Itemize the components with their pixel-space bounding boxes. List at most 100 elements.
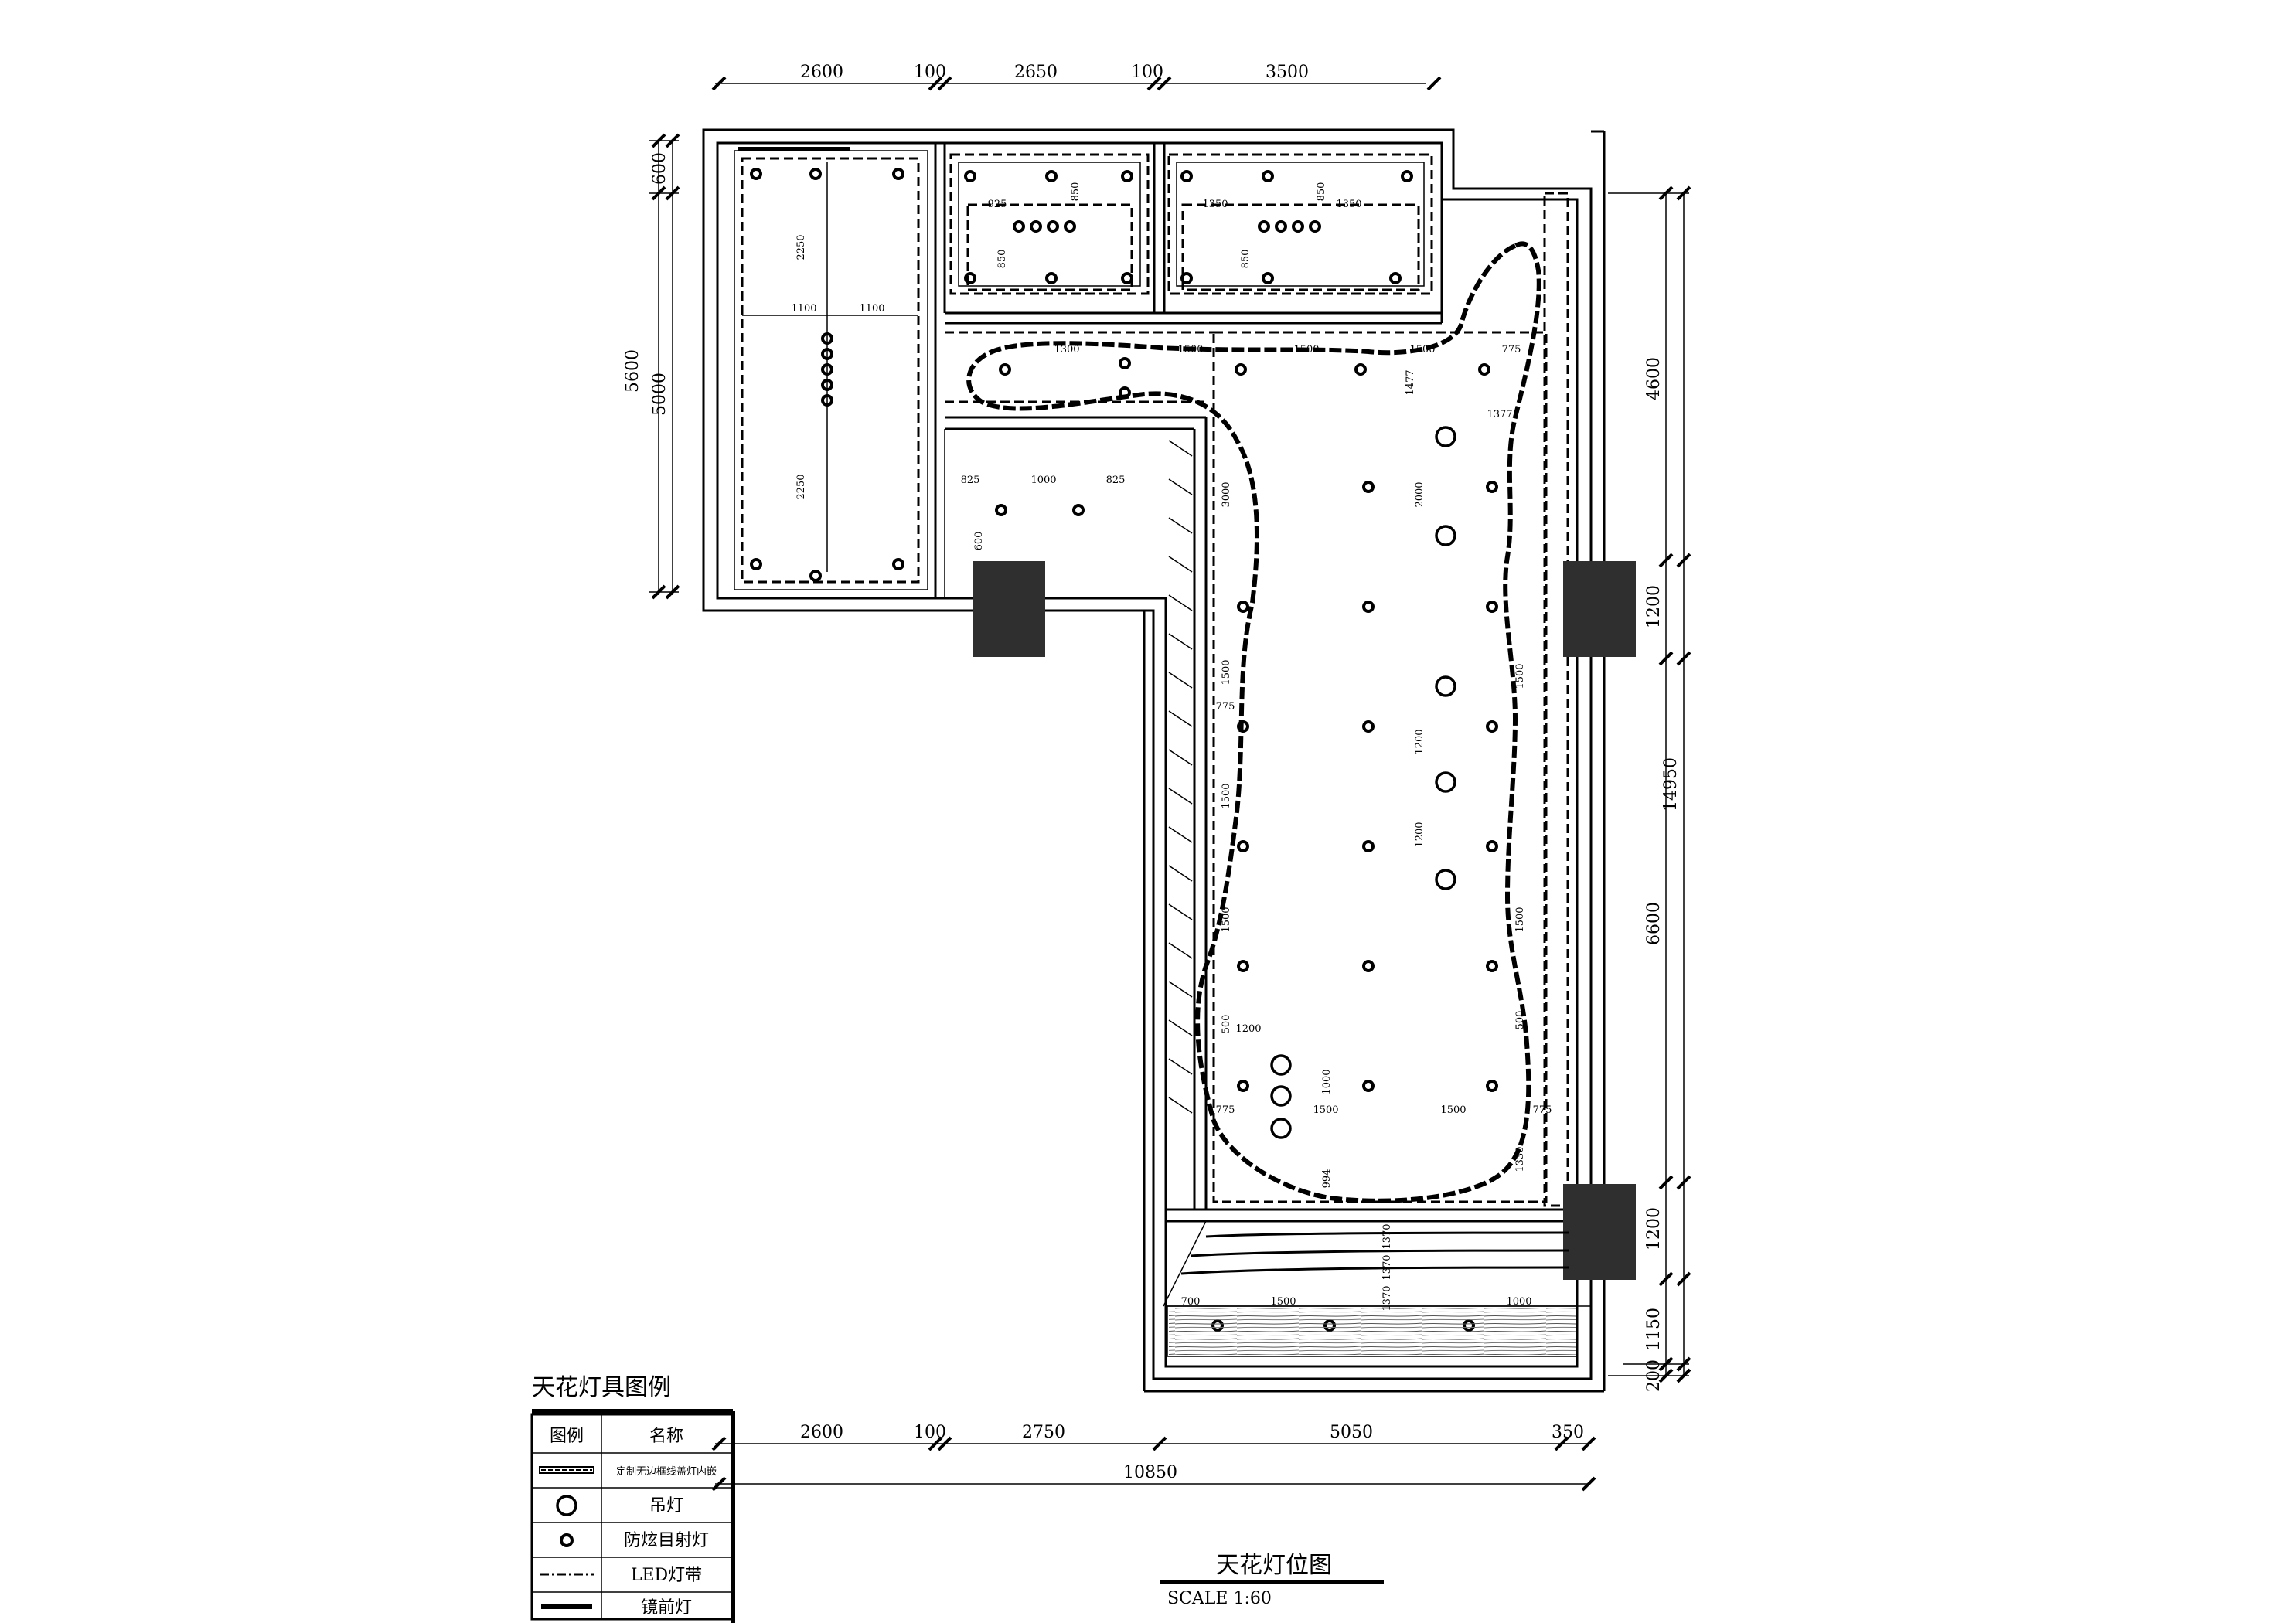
stair-tread (1168, 440, 1193, 457)
legend-item-2-name: 吊灯 (649, 1496, 683, 1516)
anti-glare-spotlight-icon (750, 558, 762, 570)
anti-glare-spotlight-icon (1362, 720, 1375, 733)
led-strip-curve (966, 241, 1541, 1203)
hall-dim: 1500 (1440, 1104, 1466, 1116)
anti-glare-spotlight-icon (809, 168, 822, 180)
dimension-tick (1676, 1175, 1691, 1190)
room-a-dim: 1100 (859, 303, 884, 315)
dimension-tick (1676, 185, 1691, 201)
pendant-lamp-icon (1435, 869, 1456, 890)
stair-tread (1168, 633, 1193, 650)
dimension-tick (937, 1436, 952, 1451)
dimension-lines (649, 83, 1689, 1485)
stair-tread (1168, 517, 1193, 534)
legend: 天花灯具图例 图例 名称 定制无边框线盖灯内嵌 吊灯 防炫目射灯 LED灯带 镜… (530, 1374, 735, 1623)
anti-glare-spotlight-icon (1237, 1080, 1249, 1092)
dim-left-top: 600 (650, 152, 669, 185)
dimension-tick (1426, 76, 1442, 91)
anti-glare-spotlight-icon (999, 363, 1011, 376)
dimension-tick (1658, 1356, 1674, 1372)
pendant-lamp-icon (1435, 426, 1456, 447)
stair-treads (1168, 440, 1193, 1114)
hall-dim: 1500 (1221, 783, 1232, 808)
dim-top-3: 2650 (1014, 63, 1058, 82)
custom-line-light-icon (539, 1466, 594, 1474)
anti-glare-spotlight-icon (1237, 601, 1249, 613)
stair-tread (1168, 749, 1193, 766)
anti-glare-spotlight-icon (1486, 840, 1498, 852)
legend-title: 天花灯具图例 (532, 1374, 671, 1401)
hall-dim: 500 (1514, 1011, 1526, 1030)
pendant-lamp-icon (1270, 1085, 1292, 1107)
anti-glare-spotlight-icon (1478, 363, 1490, 376)
dim-bottom-3: 2750 (1022, 1423, 1065, 1442)
anti-glare-spotlight-icon (1237, 840, 1249, 852)
pendant-lamp-icon (1435, 771, 1456, 793)
room-a-dim: 2250 (795, 234, 807, 260)
dim-top-1: 2600 (800, 63, 843, 82)
dim-right-6: 200 (1644, 1359, 1664, 1392)
anti-glare-spotlight-icon (1486, 481, 1498, 493)
anti-glare-spotlight-icon (1362, 840, 1375, 852)
hall-dim: 1200 (1235, 1023, 1261, 1035)
stair-tread (1168, 478, 1193, 495)
stair-tread (1168, 1058, 1193, 1075)
anti-glare-spotlight-icon (1180, 272, 1193, 284)
anti-glare-spotlight-icon (1064, 220, 1076, 233)
anti-glare-spotlight-icon (821, 348, 833, 360)
legend-item-3-name: 防炫目射灯 (624, 1531, 709, 1550)
hall-dim: 1300 (1054, 344, 1079, 356)
anti-glare-spotlight-icon (1401, 170, 1413, 182)
dimension-ticks (651, 76, 1691, 1492)
dimension-tick (928, 76, 943, 91)
bottom-zone-dim: 1370 (1381, 1254, 1393, 1280)
anti-glare-spotlight-icon (1362, 481, 1375, 493)
anti-glare-spotlight-icon (1045, 170, 1058, 182)
dimension-tick (1146, 76, 1162, 91)
room-b-dim: 850 (1070, 182, 1082, 202)
anti-glare-spotlight-icon (1121, 272, 1133, 284)
dimension-tick (665, 584, 680, 600)
dim-right-total: 14950 (1661, 757, 1681, 812)
anti-glare-spotlight-icon (1275, 220, 1287, 233)
stair-tread (1168, 903, 1193, 920)
drawing-scale: SCALE 1:60 (1167, 1589, 1272, 1608)
hall-dim: 1500 (1177, 344, 1203, 356)
hall-dim: 1500 (1409, 344, 1435, 356)
room-a-dim: 1100 (791, 303, 816, 315)
anti-glare-spotlight-icon (821, 394, 833, 407)
stair-tread (1168, 556, 1193, 573)
room-d-dim: 825 (1106, 475, 1126, 486)
stair-tread (1168, 942, 1193, 959)
hall-dim: 1500 (1221, 659, 1232, 685)
hall-dim: 775 (1533, 1104, 1552, 1116)
anti-glare-spotlight-icon (1389, 272, 1402, 284)
anti-glare-spotlight-icon (1362, 601, 1375, 613)
room-b-dim: 925 (988, 199, 1007, 210)
column-3 (1563, 1184, 1636, 1280)
hall-dim: 1200 (1414, 729, 1426, 754)
dim-bottom-1: 2600 (800, 1423, 843, 1442)
anti-glare-spotlight-icon (964, 170, 976, 182)
dim-top-2: 100 (914, 63, 946, 82)
hall-dim: 775 (1216, 701, 1235, 713)
anti-glare-spotlight-icon (1258, 220, 1270, 233)
dimension-tick (665, 185, 680, 201)
anti-glare-spotlight-icon (892, 168, 904, 180)
dim-bottom-total: 10850 (1123, 1463, 1177, 1482)
room-c-dim: 850 (1316, 182, 1327, 202)
dim-top-5: 3500 (1266, 63, 1309, 82)
dim-right-2: 1200 (1644, 585, 1664, 628)
dim-right-3: 6600 (1644, 902, 1664, 945)
dimension-tick (937, 76, 952, 91)
dimension-tick (651, 185, 666, 201)
hall-dim: 3000 (1221, 481, 1232, 507)
hall-dim: 775 (1216, 1104, 1235, 1116)
dim-left-outer: 5600 (623, 349, 642, 393)
dimension-tick (1157, 76, 1172, 91)
room-d-dim: 825 (961, 475, 980, 486)
dimension-tick (1658, 651, 1674, 666)
dimension-tick (1658, 1271, 1674, 1287)
dimension-tick (1658, 1175, 1674, 1190)
anti-glare-spotlight-icon (821, 332, 833, 345)
